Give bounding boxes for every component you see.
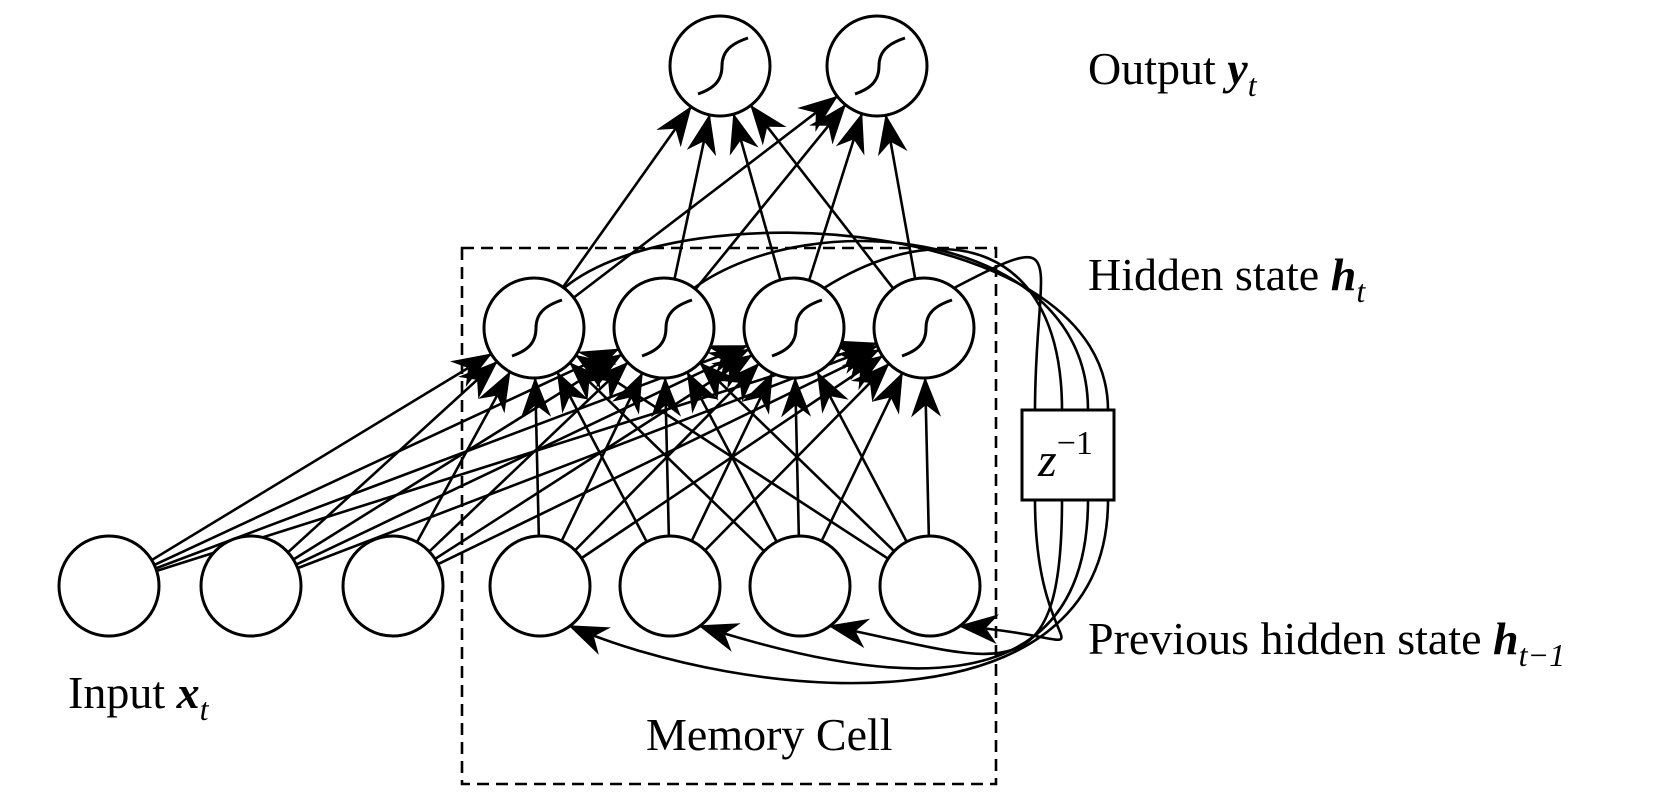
- hidden-to-output-edge: [561, 105, 692, 288]
- previous-hidden-neuron: [748, 534, 852, 638]
- sigmoid-icon: [901, 298, 953, 358]
- recurrent-loop: [824, 247, 1064, 654]
- input-label: Input xt: [68, 667, 210, 727]
- recurrent-loops: [564, 231, 1110, 685]
- memory-cell-label: Memory Cell: [646, 709, 893, 760]
- hidden-to-output-edge: [807, 112, 865, 281]
- hidden-to-output-edge: [729, 113, 782, 281]
- hidden-neuron: [742, 276, 846, 380]
- prev-hidden-to-hidden-edge: [556, 371, 648, 543]
- hidden-state-label: Hidden state ht: [1088, 249, 1366, 309]
- hidden-to-output-edge: [673, 113, 717, 280]
- prev-hidden-to-hidden-edge: [521, 376, 552, 537]
- input-to-hidden-edge: [292, 353, 623, 561]
- previous-hidden-state-label: Previous hidden state ht−1: [1088, 613, 1565, 673]
- output-neuron: [825, 14, 929, 118]
- recurrent-loop: [954, 255, 1063, 640]
- input-neuron: [57, 534, 161, 638]
- neuron-circle: [482, 276, 586, 380]
- neuron-circle: [199, 534, 303, 638]
- hidden-to-output-edge: [694, 104, 847, 291]
- connections: [151, 95, 942, 573]
- delay-unit: z−1: [1020, 408, 1116, 502]
- previous-hidden-neuron: [878, 534, 982, 638]
- input-to-hidden-edge: [153, 348, 620, 567]
- prev-hidden-to-hidden-edge: [569, 362, 766, 553]
- previous-hidden-neuron: [488, 534, 592, 638]
- sigmoid-icon: [641, 298, 693, 358]
- delay-symbol: z−1: [1037, 425, 1093, 487]
- neurons: [57, 14, 982, 638]
- neuron-circle: [488, 534, 592, 638]
- hidden-neuron: [872, 276, 976, 380]
- previous-hidden-neuron: [618, 534, 722, 638]
- input-to-hidden-edge: [297, 345, 879, 570]
- neuron-circle: [341, 534, 445, 638]
- neuron-circle: [57, 534, 161, 638]
- hidden-to-output-edge: [750, 104, 895, 290]
- input-neuron: [341, 534, 445, 638]
- prev-hidden-to-hidden-edge: [911, 376, 942, 537]
- neuron-circle: [748, 534, 852, 638]
- sigmoid-icon: [771, 298, 823, 358]
- sigmoid-icon: [854, 36, 906, 96]
- neuron-circle: [668, 14, 772, 118]
- prev-hidden-to-hidden-edge: [575, 354, 889, 560]
- hidden-to-output-edge: [572, 95, 839, 299]
- output-label: Output yt: [1088, 43, 1258, 103]
- input-to-hidden-edge: [155, 344, 749, 570]
- sigmoid-icon: [697, 36, 749, 96]
- sigmoid-icon: [511, 298, 563, 358]
- hidden-neuron: [612, 276, 716, 380]
- neuron-circle: [742, 276, 846, 380]
- hidden-neuron: [482, 276, 586, 380]
- input-to-hidden-edge: [151, 353, 493, 562]
- delay-box: [1020, 408, 1116, 502]
- neuron-circle: [878, 534, 982, 638]
- input-to-hidden-edge: [295, 348, 750, 566]
- input-to-hidden-edge: [415, 370, 511, 543]
- neuron-circle: [825, 14, 929, 118]
- output-neuron: [668, 14, 772, 118]
- input-to-hidden-edge: [287, 361, 498, 554]
- input-neuron: [199, 534, 303, 638]
- neuron-circle: [618, 534, 722, 638]
- neuron-circle: [612, 276, 716, 380]
- prev-hidden-to-hidden-edge: [816, 371, 908, 543]
- neuron-circle: [872, 276, 976, 380]
- prev-hidden-to-hidden-edge: [699, 362, 896, 553]
